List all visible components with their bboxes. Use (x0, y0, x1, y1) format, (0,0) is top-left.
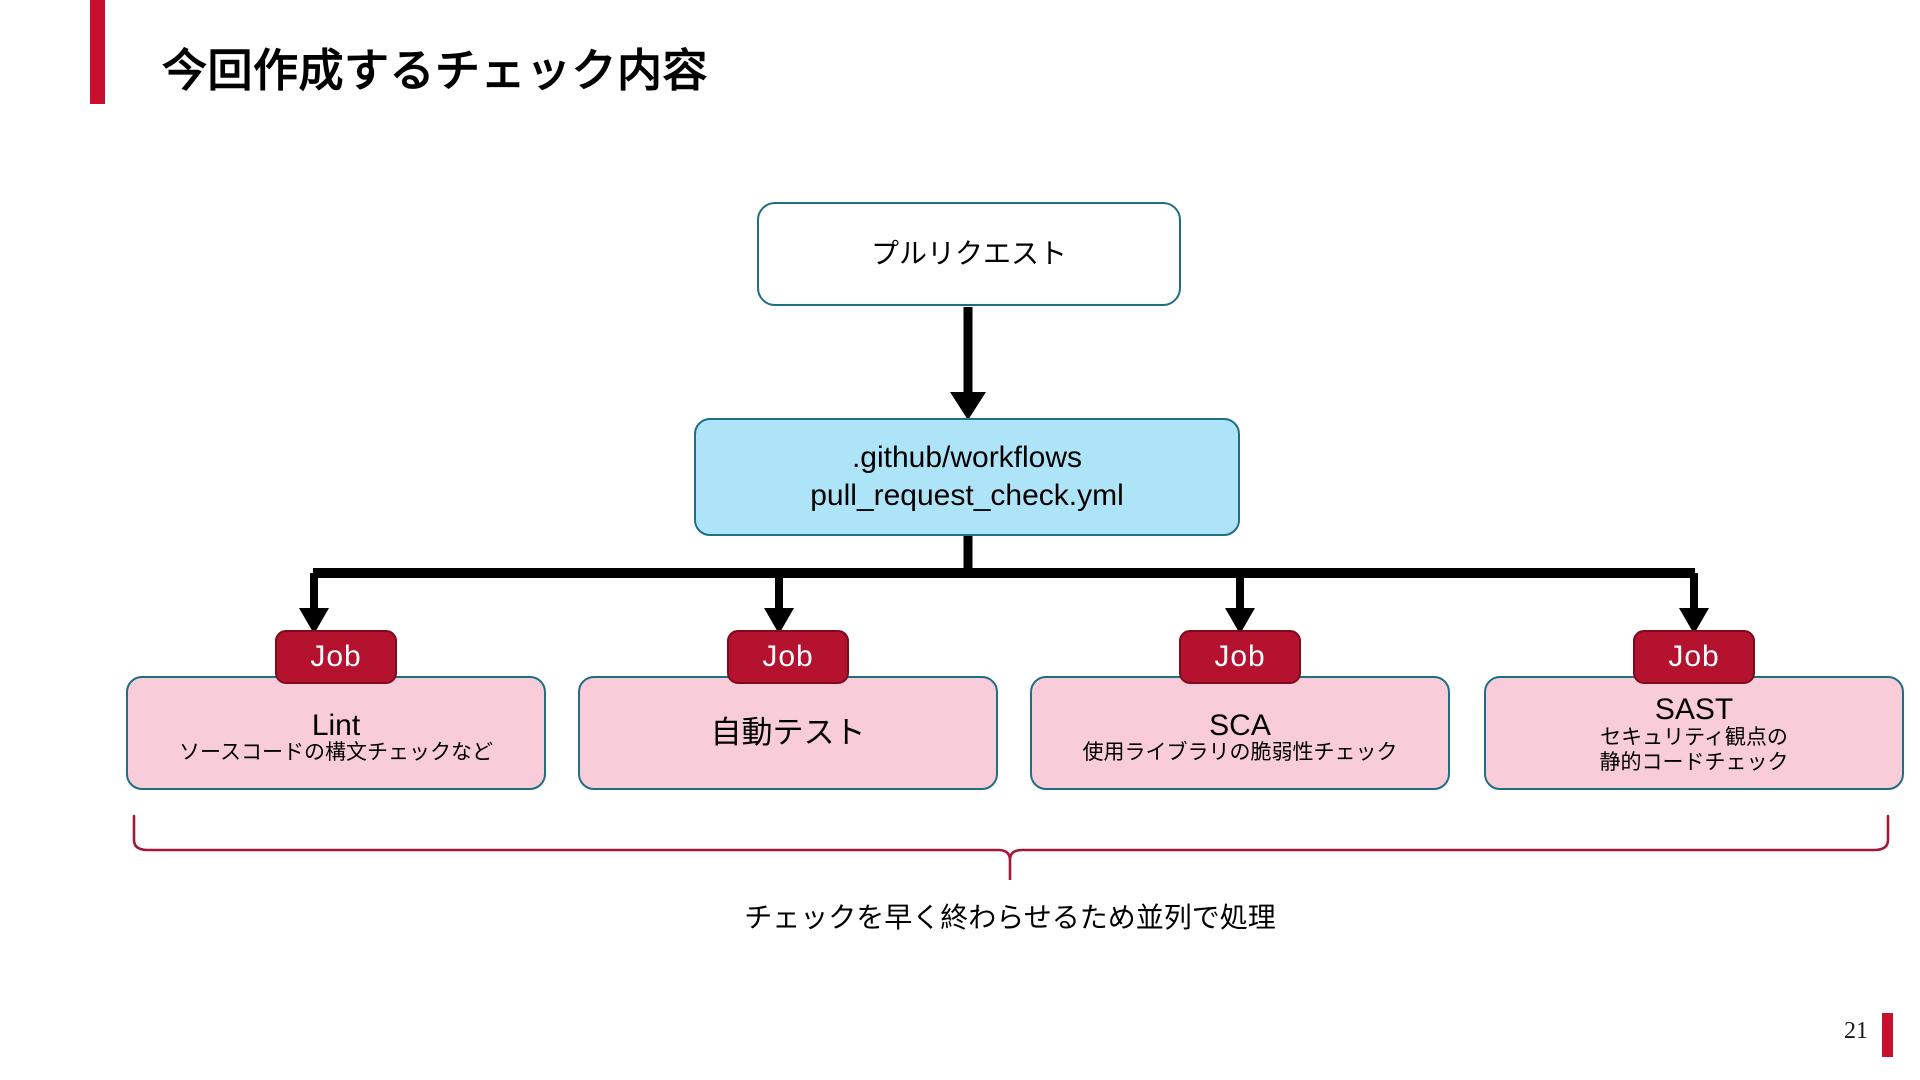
job-subtitle-line-1: セキュリティ観点の (1600, 725, 1788, 749)
job-box-lint: Lint ソースコードの構文チェックなど (126, 676, 546, 790)
page-number-accent-bar (1882, 1013, 1893, 1057)
job-box-sast: SAST セキュリティ観点の 静的コードチェック (1484, 676, 1904, 790)
job-badge-lint: Job (275, 630, 397, 684)
job-subtitle-line-1: ソースコードの構文チェックなど (179, 741, 493, 765)
job-badge-sca: Job (1179, 630, 1301, 684)
workflow-file-line: pull_request_check.yml (810, 479, 1124, 512)
job-subtitle-line-2: 静的コードチェック (1599, 750, 1789, 774)
job-column-sast: Job SAST セキュリティ観点の 静的コードチェック (1484, 630, 1904, 790)
title-accent-bar (90, 0, 105, 104)
job-box-sca: SCA 使用ライブラリの脆弱性チェック (1030, 676, 1450, 790)
node-pull-request-label: プルリクエスト (870, 238, 1067, 270)
node-workflow-file: .github/workflows pull_request_check.yml (694, 418, 1240, 536)
job-title: SAST (1654, 693, 1734, 727)
job-box-automated-test: 自動テスト (578, 676, 998, 790)
job-subtitle-line-1: 使用ライブラリの脆弱性チェック (1082, 741, 1398, 765)
job-badge-automated-test: Job (727, 630, 849, 684)
job-badge-label: Job (1668, 640, 1720, 673)
job-badge-label: Job (1214, 640, 1266, 673)
job-badge-label: Job (762, 640, 814, 673)
node-pull-request: プルリクエスト (757, 202, 1181, 306)
page-title: 今回作成するチェック内容 (162, 45, 709, 96)
page-number: 21 (1844, 1018, 1868, 1044)
workflow-path-line: .github/workflows (851, 440, 1083, 474)
job-title: 自動テスト (710, 714, 866, 750)
job-badge-label: Job (310, 640, 362, 673)
job-badge-sast: Job (1633, 630, 1755, 684)
job-column-sca: Job SCA 使用ライブラリの脆弱性チェック (1030, 630, 1450, 790)
job-title: SCA (1209, 708, 1271, 742)
job-column-lint: Job Lint ソースコードの構文チェックなど (126, 630, 546, 790)
job-title: Lint (311, 708, 361, 742)
brace-caption: チェックを早く終わらせるため並列で処理 (744, 902, 1276, 933)
job-column-automated-test: Job 自動テスト (578, 630, 998, 790)
